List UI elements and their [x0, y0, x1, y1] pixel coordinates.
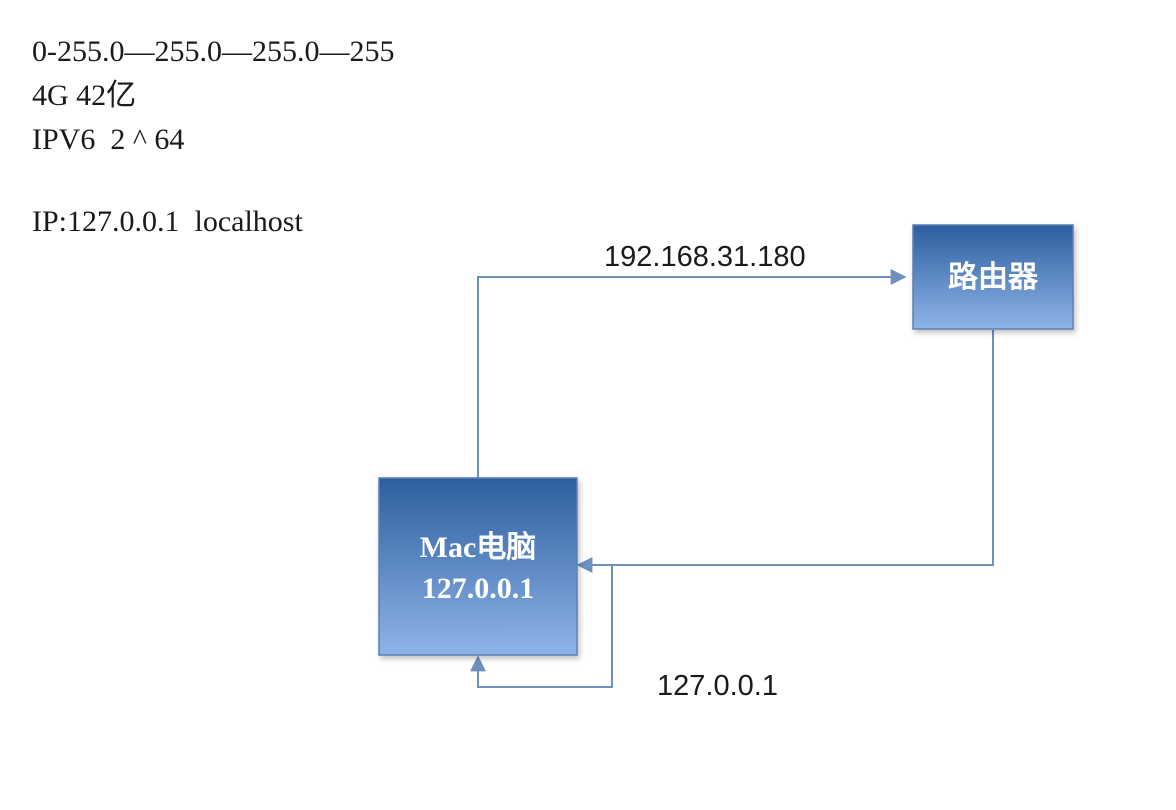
edge-label-lan-ip: 192.168.31.180	[604, 241, 806, 273]
ipv6-note: IPV6 2 ^ 64	[32, 123, 185, 156]
edge-loopback	[470, 565, 613, 688]
ipv4-count-note: 4G 42亿	[32, 79, 137, 112]
edge-router-to-mac	[576, 330, 994, 573]
notes-block: 0-255.0—255.0—255.0—255 4G 42亿 IPV6 2 ^ …	[32, 30, 395, 244]
edge-mac-to-router	[477, 269, 907, 478]
mac-label: Mac电脑	[420, 531, 537, 564]
mac-ip-label: 127.0.0.1	[422, 572, 535, 605]
edge-label-loopback-ip: 127.0.0.1	[657, 670, 778, 702]
router-label: 路由器	[948, 261, 1039, 294]
localhost-note: IP:127.0.0.1 localhost	[32, 205, 303, 238]
router-node: 路由器	[912, 224, 1074, 330]
mac-node: Mac电脑 127.0.0.1	[378, 477, 578, 656]
ip-range-note: 0-255.0—255.0—255.0—255	[32, 35, 395, 68]
